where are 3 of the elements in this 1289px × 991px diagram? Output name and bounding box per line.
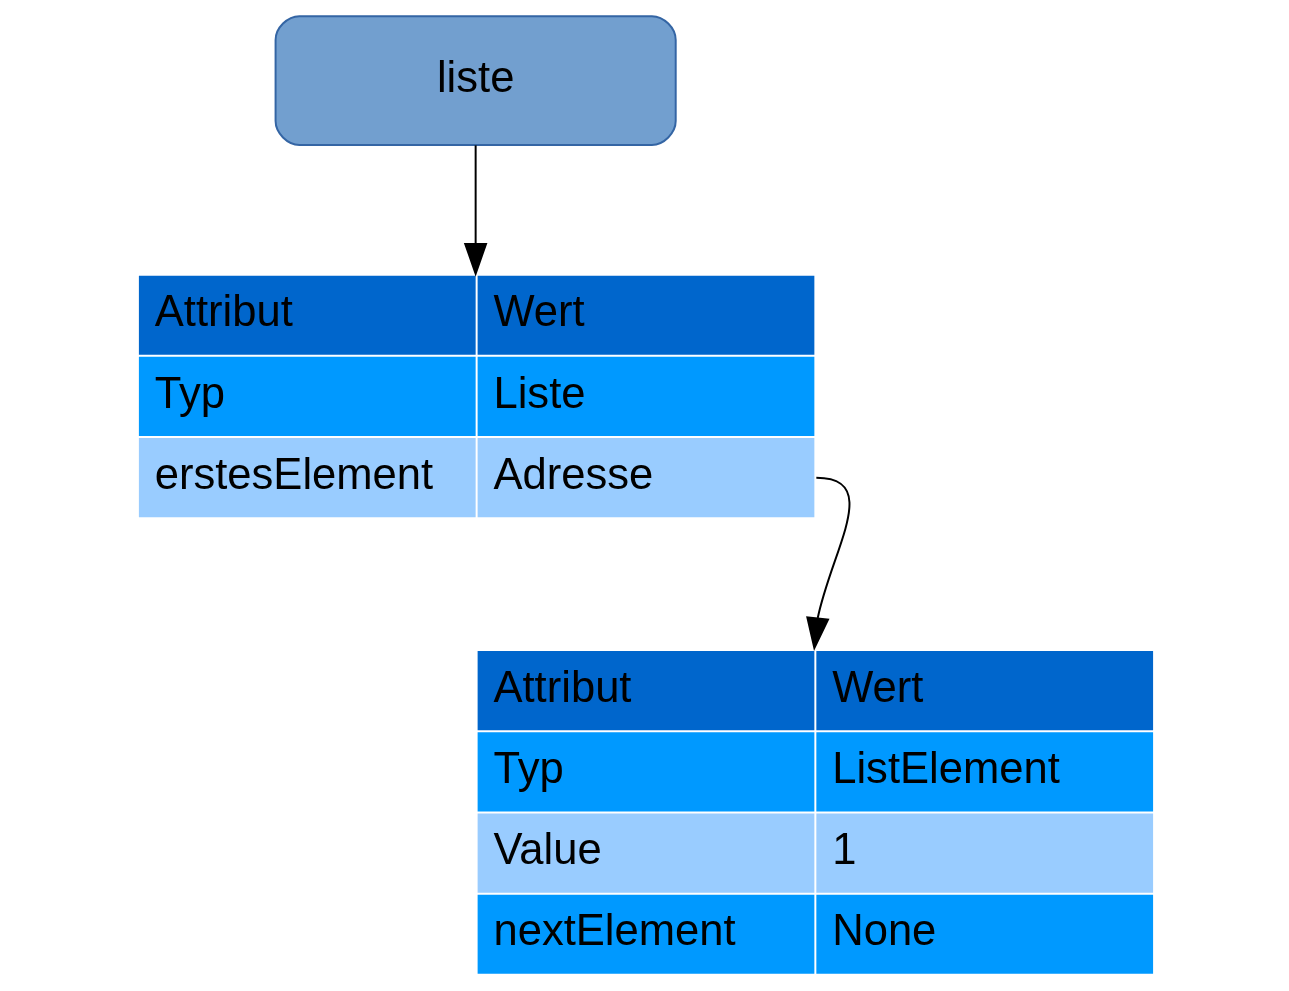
- arrow: [463, 144, 487, 277]
- arrow: [805, 476, 850, 651]
- node-box: liste: [274, 15, 677, 146]
